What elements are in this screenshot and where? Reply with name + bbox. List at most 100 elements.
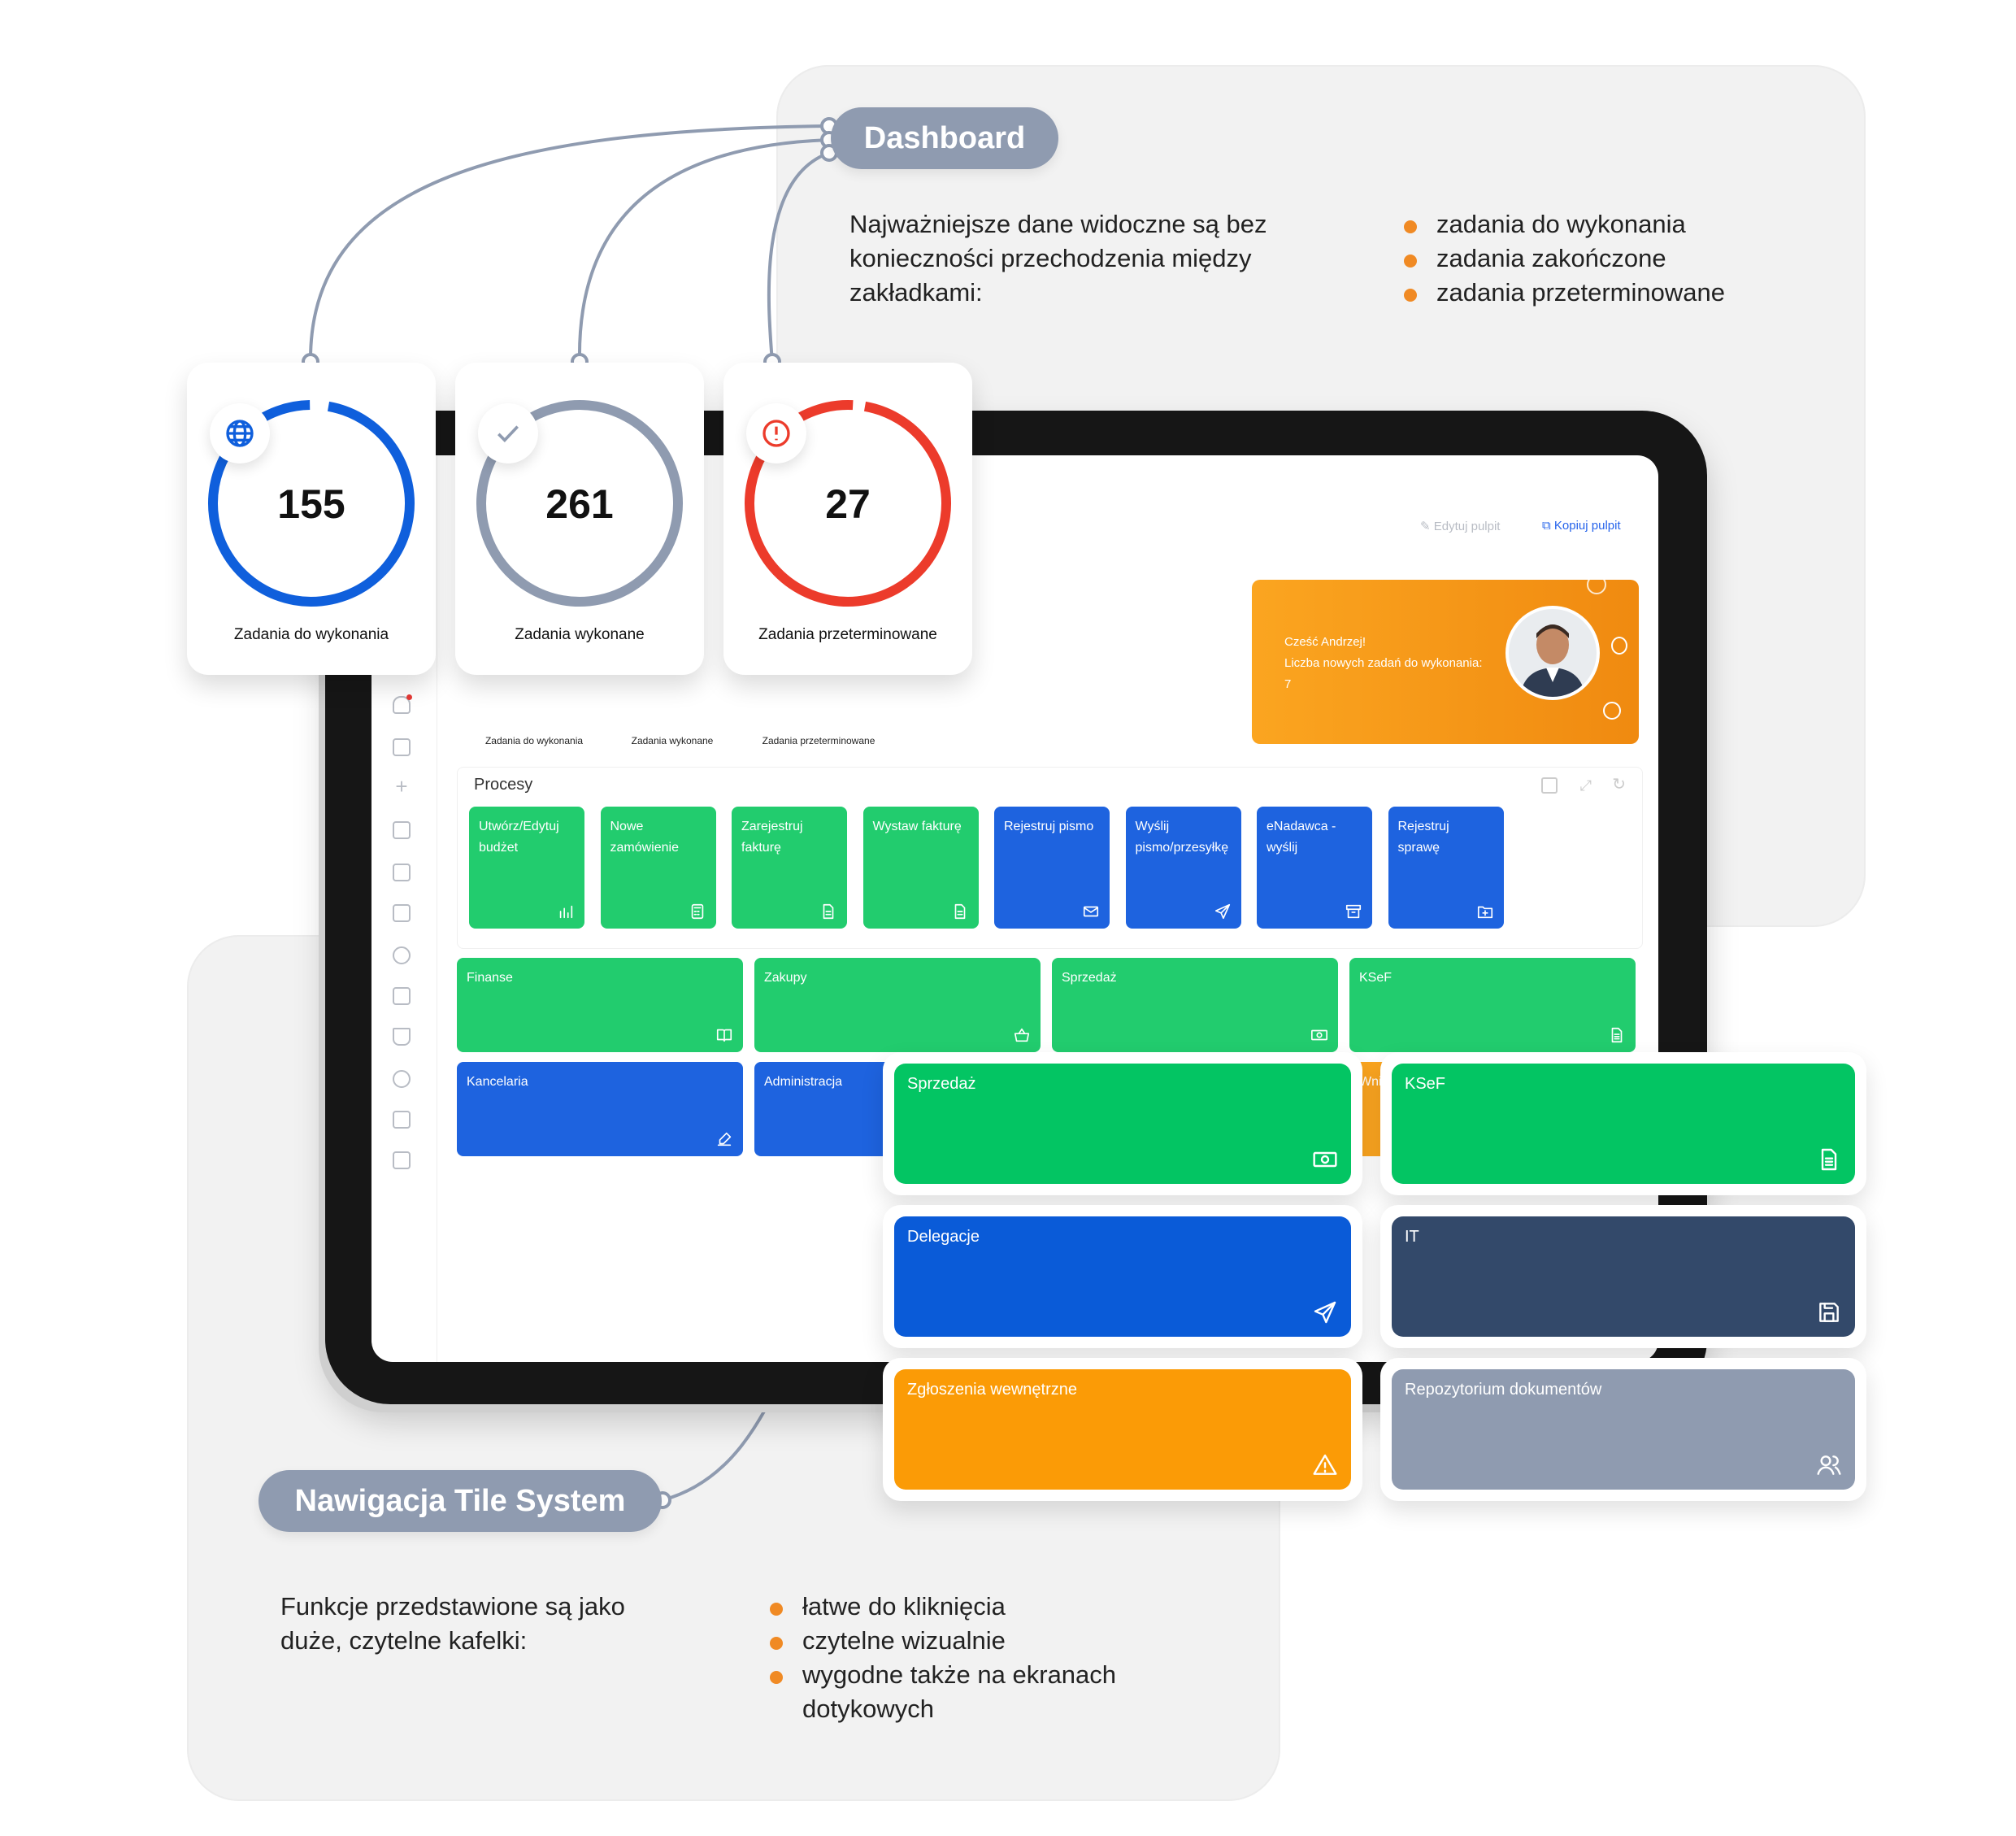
module-tile-label: Kancelaria xyxy=(467,1075,528,1089)
process-tile-label: Nowe zamówienie xyxy=(610,820,679,855)
big-tile[interactable]: Delegacje xyxy=(894,1216,1351,1337)
greeting-text: Cześć Andrzej! xyxy=(1284,635,1366,649)
new-tasks-count: 7 xyxy=(1284,677,1292,691)
layout-icon[interactable] xyxy=(393,864,411,881)
big-tile[interactable]: Sprzedaż xyxy=(894,1064,1351,1184)
process-tile[interactable]: Wyślij pismo/przesyłkę xyxy=(1125,807,1241,929)
mini-stat-label: Zadania do wykonania xyxy=(484,735,584,746)
tile-system-bullet: wygodne także na ekranach dotykowych xyxy=(768,1658,1142,1726)
avatar xyxy=(1505,606,1600,700)
big-tile-card: Delegacje xyxy=(883,1205,1362,1348)
search-icon[interactable] xyxy=(393,946,411,964)
document-icon[interactable] xyxy=(393,821,411,839)
process-tile-label: Wystaw fakturę xyxy=(872,820,962,833)
module-tile-label: KSeF xyxy=(1359,971,1393,985)
file-icon xyxy=(1816,1146,1842,1173)
stat-label: Zadania przeterminowane xyxy=(758,626,937,643)
minimize-icon[interactable] xyxy=(1541,777,1558,794)
dashboard-bullet: zadania do wykonania xyxy=(1402,207,1841,241)
share-icon[interactable] xyxy=(393,1070,411,1088)
module-tile[interactable]: Sprzedaż xyxy=(1052,958,1338,1052)
save-icon xyxy=(1816,1299,1842,1325)
big-tile[interactable]: KSeF xyxy=(1392,1064,1855,1184)
process-tile[interactable]: Utwórz/Edytuj budżet xyxy=(469,807,584,929)
module-tile-label: Sprzedaż xyxy=(1062,971,1117,985)
basket-icon xyxy=(1013,1026,1031,1044)
money-icon xyxy=(1312,1146,1338,1173)
process-tile-label: Utwórz/Edytuj budżet xyxy=(479,820,559,855)
copy-dashboard-button[interactable]: ⧉ Kopiuj pulpit xyxy=(1542,519,1621,533)
basket-icon[interactable] xyxy=(393,1028,411,1046)
archive-icon xyxy=(1345,903,1362,920)
document-icon xyxy=(951,903,969,920)
stat-label: Zadania do wykonania xyxy=(233,626,389,643)
stat-card-todo[interactable]: 155 Zadania do wykonania xyxy=(187,363,436,675)
process-tile[interactable]: Rejestruj pismo xyxy=(994,807,1110,929)
chart-icon xyxy=(557,903,575,920)
stat-value: 261 xyxy=(545,481,614,527)
process-tile[interactable]: Zarejestruj fakturę xyxy=(732,807,847,929)
big-tile[interactable]: Zgłoszenia wewnętrzne xyxy=(894,1369,1351,1490)
dashboard-bullet: zadania przeterminowane xyxy=(1402,276,1841,310)
dashboard-description: Najważniejsze dane widoczne są bez konie… xyxy=(849,210,1267,307)
edit-dashboard-button[interactable]: ✎ Edytuj pulpit xyxy=(1420,520,1501,533)
big-tile-card: Sprzedaż xyxy=(883,1052,1362,1195)
stat-card-done[interactable]: 261 Zadania wykonane xyxy=(455,363,704,675)
bell-icon[interactable] xyxy=(393,696,411,714)
processes-title: Procesy xyxy=(474,776,533,794)
connector-line-3 xyxy=(767,151,830,363)
send-icon xyxy=(1214,903,1232,920)
document-icon[interactable] xyxy=(393,738,411,756)
greeting-card: Cześć Andrzej! Liczba nowych zadań do wy… xyxy=(1252,575,1639,744)
notification-dot xyxy=(406,694,412,700)
connector-line-2 xyxy=(577,138,830,363)
module-tile[interactable]: KSeF xyxy=(1349,958,1636,1052)
globe-icon xyxy=(210,403,270,463)
clipboard-icon[interactable] xyxy=(393,904,411,922)
big-tile[interactable]: Repozytorium dokumentów xyxy=(1392,1369,1855,1490)
module-tile[interactable]: Kancelaria xyxy=(457,1062,743,1156)
dashboard-bullet: zadania zakończone xyxy=(1402,241,1841,276)
checklist-icon[interactable] xyxy=(393,1111,411,1129)
refresh-icon[interactable]: ↻ xyxy=(1612,776,1626,794)
edit-dashboard-label: Edytuj pulpit xyxy=(1433,520,1501,533)
big-tile-card: Repozytorium dokumentów xyxy=(1380,1358,1866,1501)
checklist-icon[interactable] xyxy=(393,1151,411,1169)
tile-system-description: Funkcje przedstawione są jako duże, czyt… xyxy=(280,1592,625,1655)
mini-stat-label: Zadania wykonane xyxy=(631,735,714,746)
shield-icon xyxy=(1587,575,1606,594)
big-tile-card: IT xyxy=(1380,1205,1866,1348)
stat-card-overdue[interactable]: 27 Zadania przeterminowane xyxy=(723,363,972,675)
module-tile[interactable]: Finanse xyxy=(457,958,743,1052)
expand-icon[interactable]: ⤢ xyxy=(1579,777,1592,794)
dashboard-bullets: zadania do wykonania zadania zakończone … xyxy=(1402,207,1841,310)
users-icon xyxy=(1816,1452,1842,1478)
dollar-icon xyxy=(1603,702,1621,720)
process-tile[interactable]: Nowe zamówienie xyxy=(600,807,716,929)
plus-icon[interactable]: + xyxy=(395,774,408,798)
big-tile-card: Zgłoszenia wewnętrzne xyxy=(883,1358,1362,1501)
new-tasks-label: Liczba nowych zadań do wykonania: xyxy=(1284,656,1483,670)
edit-icon xyxy=(715,1130,733,1148)
calendar-icon[interactable] xyxy=(393,987,411,1005)
money-icon xyxy=(1310,1026,1328,1044)
dashboard-pill: Dashboard xyxy=(831,107,1058,169)
process-tile[interactable]: Rejestruj sprawę xyxy=(1388,807,1504,929)
big-tile-label: Delegacje xyxy=(907,1228,980,1246)
process-tile-label: Zarejestruj fakturę xyxy=(741,820,803,855)
process-tile-label: Rejestruj sprawę xyxy=(1397,820,1449,855)
module-tile[interactable]: Zakupy xyxy=(754,958,1041,1052)
progress-ring xyxy=(208,400,415,607)
big-tile[interactable]: IT xyxy=(1392,1216,1855,1337)
book-icon xyxy=(715,1026,733,1044)
big-tile-card: KSeF xyxy=(1380,1052,1866,1195)
big-tile-label: KSeF xyxy=(1405,1075,1446,1093)
tile-system-bullet: łatwe do kliknięcia xyxy=(768,1590,1142,1624)
warning-icon xyxy=(1312,1452,1338,1478)
process-tile[interactable]: eNadawca - wyślij xyxy=(1257,807,1372,929)
alert-icon xyxy=(746,403,806,463)
document-icon xyxy=(819,903,837,920)
process-tile[interactable]: Wystaw fakturę xyxy=(862,807,979,929)
module-tile-label: Finanse xyxy=(467,971,513,985)
calculator-icon xyxy=(689,903,706,920)
